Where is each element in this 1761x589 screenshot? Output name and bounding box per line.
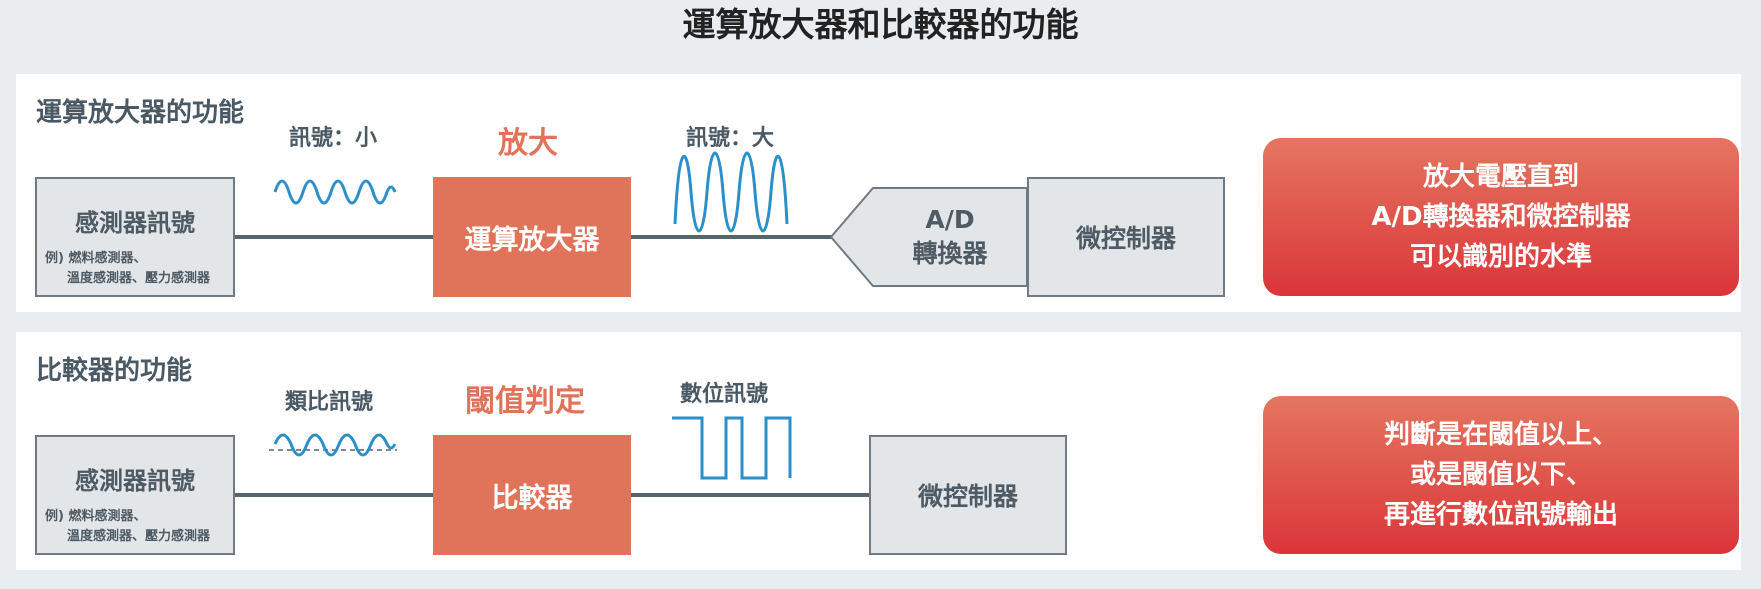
opamp-mcu-box: 微控制器 [1027, 177, 1225, 297]
sensor-name: 感測器訊號 [75, 209, 195, 237]
opamp-line-amp-to-adc [630, 235, 846, 239]
adc-label-line2: 轉換器 [912, 239, 988, 268]
sensor-name: 感測器訊號 [75, 467, 195, 495]
adc-label-line1: A/D [925, 205, 975, 234]
analog-signal-wave [269, 433, 397, 457]
opamp-output-label: 訊號：大 [686, 126, 775, 151]
result-line: A/D轉換器和微控制器 [1371, 202, 1631, 232]
page-title: 運算放大器和比較器的功能 [682, 5, 1079, 44]
comparator-heading: 比較器的功能 [36, 356, 193, 386]
comparator-line-sensor-to-block [234, 493, 434, 497]
digital-signal-wave [672, 416, 792, 480]
comparator-block: 比較器 [433, 435, 631, 555]
small-signal-wave [273, 179, 397, 205]
comparator-process-label: 閾值判定 [465, 384, 585, 419]
comparator-output-label: 數位訊號 [680, 382, 769, 407]
comparator-line-block-to-mcu [630, 493, 886, 497]
result-line: 可以識別的水準 [1409, 242, 1592, 272]
mcu-label: 微控制器 [917, 482, 1018, 511]
mcu-label: 微控制器 [1075, 224, 1176, 253]
opamp-sensor-box: 感測器訊號 例) 燃料感測器、 溫度感測器、壓力感測器 [35, 177, 235, 297]
result-line: 或是閾值以下、 [1409, 460, 1592, 490]
opamp-input-label: 訊號：小 [289, 126, 378, 151]
comparator-panel: 比較器的功能 類比訊號 閾值判定 數位訊號 感測器訊號 例) 燃料感測器、 溫度… [16, 332, 1741, 570]
comparator-input-label: 類比訊號 [285, 390, 374, 415]
opamp-result-callout: 放大電壓直到 A/D轉換器和微控制器 可以識別的水準 [1263, 138, 1739, 296]
comparator-mcu-box: 微控制器 [869, 435, 1067, 555]
comparator-sensor-box: 感測器訊號 例) 燃料感測器、 溫度感測器、壓力感測器 [35, 435, 235, 555]
comparator-result-callout: 判斷是在閾值以上、 或是閾值以下、 再進行數位訊號輸出 [1263, 396, 1739, 554]
sensor-example-line2: 溫度感測器、壓力感測器 [67, 271, 211, 286]
sensor-example-line1: 例) 燃料感測器、 [45, 251, 147, 266]
result-line: 再進行數位訊號輸出 [1383, 500, 1618, 530]
opamp-heading: 運算放大器的功能 [36, 98, 245, 128]
result-line: 放大電壓直到 [1422, 162, 1579, 192]
large-signal-wave [673, 151, 789, 233]
adc-shape [829, 187, 1028, 287]
result-line: 判斷是在閾值以上、 [1383, 420, 1618, 450]
adc-label-box: A/D 轉換器 [873, 187, 1027, 287]
sensor-example-line2: 溫度感測器、壓力感測器 [67, 529, 211, 544]
opamp-block: 運算放大器 [433, 177, 631, 297]
sensor-example-line1: 例) 燃料感測器、 [45, 509, 147, 524]
opamp-process-label: 放大 [498, 126, 558, 161]
opamp-line-sensor-to-amp [234, 235, 434, 239]
opamp-panel: 運算放大器的功能 訊號：小 放大 訊號：大 感測器訊號 例) 燃料感測器、 溫度… [16, 74, 1741, 312]
